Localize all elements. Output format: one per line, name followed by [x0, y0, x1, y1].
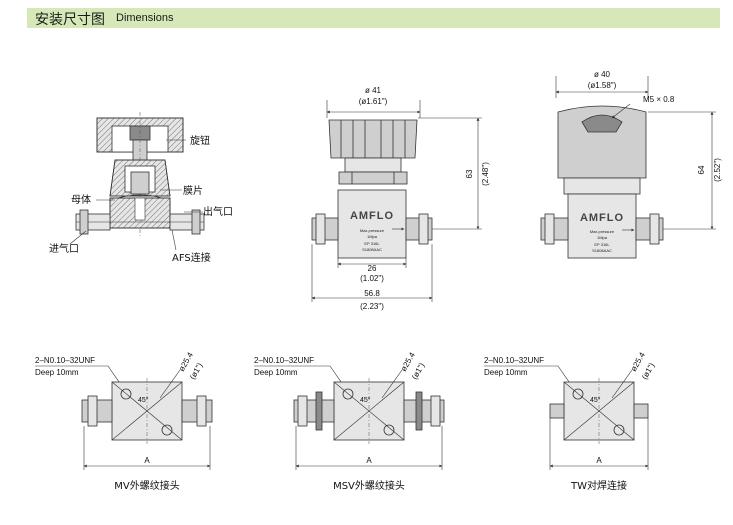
label-outlet: 出气口: [203, 205, 233, 218]
label-body: 母体: [71, 194, 91, 206]
header-title-en: Dimensions: [116, 12, 174, 24]
front-mid-dim: 26: [368, 264, 377, 273]
tw-dim: A: [596, 456, 602, 465]
front-view: ø 41 (ø1.61") AMFLO Max.pressure 1Mpa EP…: [311, 86, 490, 311]
mv-dim: A: [144, 456, 150, 465]
msv-dim: A: [366, 456, 372, 465]
side-view: ø 40 (ø1.58") M5 × 0.8 AMFLO Max.pressur…: [540, 70, 722, 259]
front-mid-dim-in: (1.02"): [360, 274, 384, 283]
front-height-dim: 63: [465, 169, 474, 178]
label-inlet: 进气口: [49, 242, 79, 255]
side-height-dim: 64: [697, 165, 706, 174]
bottom-view-mv: 2–N0.10–32UNF Deep 10mm 45° ø25.4 (ø1") …: [35, 350, 213, 492]
front-spec-1: Max.pressure: [360, 228, 385, 233]
bottom-view-tw: 2–N0.10–32UNF Deep 10mm 45° ø25.4 (ø1") …: [484, 350, 657, 492]
section-view: 旋钮 膜片 出气口 母体 进气口 AFS连接: [49, 112, 233, 264]
front-top-dim: ø 41: [365, 86, 382, 95]
mv-caption: MV外螺纹接头: [114, 479, 179, 492]
side-spec-1: Max.pressure: [590, 229, 615, 234]
msv-dia-in: (ø1"): [410, 361, 427, 381]
mv-angle: 45°: [138, 396, 149, 404]
side-spec-2: 1Mpa: [597, 235, 608, 240]
tw-dia-in: (ø1"): [640, 361, 657, 381]
tw-caption: TW对焊连接: [570, 479, 627, 492]
tw-depth: Deep 10mm: [484, 368, 528, 377]
front-brand: AMFLO: [350, 210, 394, 222]
msv-caption: MSV外螺纹接头: [333, 479, 405, 492]
side-top-dim: ø 40: [594, 70, 611, 79]
side-spec-4: S1808AAC: [592, 248, 612, 253]
bottom-view-msv: 2–N0.10–32UNF Deep 10mm 45° ø25.4 (ø1") …: [254, 350, 445, 492]
side-brand: AMFLO: [580, 212, 624, 224]
msv-thread: 2–N0.10–32UNF: [254, 356, 314, 365]
front-spec-4: S1808AAC: [362, 247, 382, 252]
label-knob: 旋钮: [190, 134, 210, 147]
tw-thread: 2–N0.10–32UNF: [484, 356, 544, 365]
front-spec-3: EP 316L: [364, 241, 380, 246]
label-afs: AFS连接: [172, 251, 211, 264]
side-thread: M5 × 0.8: [643, 95, 675, 104]
front-bottom-dim-in: (2.23"): [360, 302, 384, 311]
front-bottom-dim: 56.8: [364, 289, 380, 298]
label-diaphragm: 膜片: [183, 184, 203, 197]
side-height-dim-in: (2.52"): [713, 158, 722, 182]
side-spec-3: EP 316L: [594, 242, 610, 247]
front-height-dim-in: (2.48"): [481, 162, 490, 186]
msv-depth: Deep 10mm: [254, 368, 298, 377]
msv-angle: 45°: [360, 396, 371, 404]
front-spec-2: 1Mpa: [367, 234, 378, 239]
mv-thread: 2–N0.10–32UNF: [35, 356, 95, 365]
tw-angle: 45°: [590, 396, 601, 404]
side-top-dim-in: (ø1.58"): [588, 81, 617, 90]
front-top-dim-in: (ø1.61"): [359, 97, 388, 106]
mv-depth: Deep 10mm: [35, 368, 79, 377]
section-header: 安装尺寸图 Dimensions: [27, 8, 720, 28]
mv-dia-in: (ø1"): [188, 361, 205, 381]
header-title-cn: 安装尺寸图: [35, 12, 105, 28]
